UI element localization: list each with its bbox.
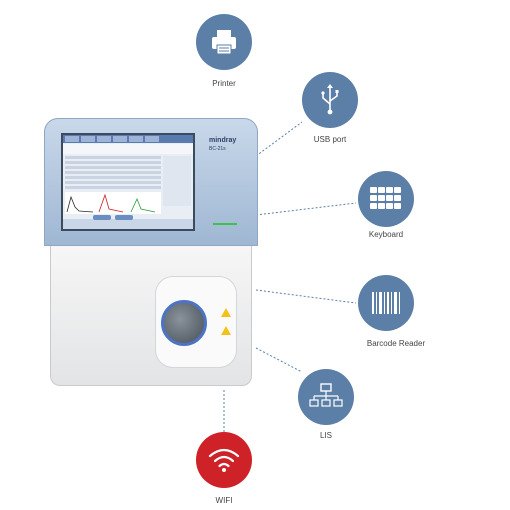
model-name: BC-21s	[209, 146, 226, 152]
brand-logo: mindray	[209, 137, 237, 144]
lis-label: LIS	[319, 431, 332, 440]
wifi-label: WIFI	[215, 496, 233, 505]
screen-content	[63, 135, 193, 229]
touch-screen[interactable]	[61, 133, 195, 231]
analyzer-top-panel: mindray BC-21s	[44, 118, 258, 246]
keyboard-node	[358, 171, 414, 227]
printer-label: Printer	[212, 79, 236, 88]
lis-node	[298, 369, 354, 425]
status-led	[213, 223, 237, 225]
electrical-warning-icon	[221, 326, 231, 335]
wifi-icon	[208, 448, 240, 472]
usb-icon	[321, 84, 339, 115]
barcode-icon	[372, 292, 400, 314]
barcode-label: Barcode Reader	[366, 339, 426, 348]
usb-connector	[255, 121, 303, 157]
keyboard-label: Keyboard	[368, 230, 404, 239]
printer-node	[196, 14, 252, 70]
hematology-analyzer: mindray BC-21s	[44, 118, 258, 388]
wifi-node	[196, 432, 252, 488]
keyboard-connector	[255, 202, 357, 216]
keyboard-icon	[370, 187, 401, 209]
network-icon	[309, 383, 343, 407]
usb-node	[302, 72, 358, 128]
analyzer-body	[50, 246, 252, 386]
printer-icon	[212, 30, 236, 55]
barcode-node	[358, 275, 414, 331]
sample-probe-knob[interactable]	[161, 300, 207, 346]
lis-connector	[255, 347, 303, 373]
biohazard-warning-icon	[221, 308, 231, 317]
usb-label: USB port	[313, 135, 347, 144]
barcode-connector	[255, 289, 357, 304]
